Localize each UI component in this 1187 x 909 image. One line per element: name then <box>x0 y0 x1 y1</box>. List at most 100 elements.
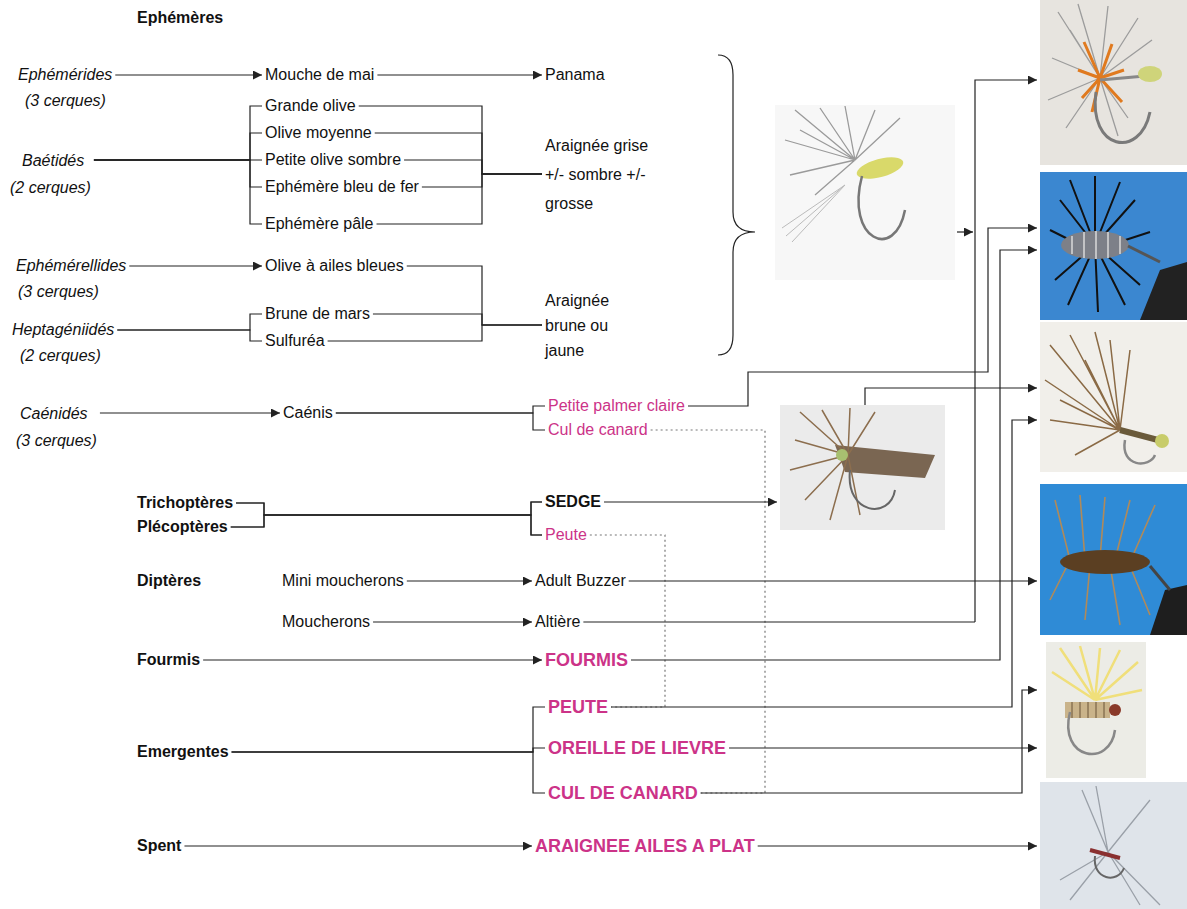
node-text: Olive moyenne <box>265 123 372 143</box>
pattern-heading: OREILLE DE LIEVRE <box>545 738 729 758</box>
leader-line <box>758 845 1037 846</box>
connector <box>94 133 262 160</box>
node-text: Araignée brune ou jaune <box>545 288 613 363</box>
connector <box>203 659 542 660</box>
fly-body <box>1120 430 1158 440</box>
fly-head <box>1109 704 1121 716</box>
leader-line <box>611 420 1037 707</box>
leader-line <box>729 747 1037 748</box>
node-text: CUL DE CANARD <box>548 783 698 803</box>
node-text: Adult Buzzer <box>535 571 626 591</box>
group-heading: Fourmis <box>134 650 203 670</box>
family-label: Heptagéniidés(2 cerques) <box>9 317 117 369</box>
hook-shank <box>1128 246 1160 262</box>
node-text: Plécoptères <box>137 517 228 537</box>
insect-label: Altière <box>532 612 583 632</box>
family-label: Ephémérellides(3 cerques) <box>13 253 129 305</box>
node-text: ARAIGNEE AILES A PLAT <box>535 836 755 856</box>
leader-line <box>629 580 1037 581</box>
hook <box>1124 440 1155 463</box>
connector <box>407 266 542 325</box>
node-text: Mini moucherons <box>282 571 404 591</box>
connector <box>115 74 262 75</box>
node-text: (3 cerques) <box>16 427 97 454</box>
hook <box>1068 712 1115 754</box>
connector <box>236 503 542 535</box>
node-text: Spent <box>137 836 181 856</box>
connector <box>328 325 542 341</box>
node-text: Caénidés <box>16 400 97 427</box>
node-text: Olive à ailes bleues <box>265 256 404 276</box>
node-text: Grande olive <box>265 96 356 116</box>
fly-photo <box>1046 642 1146 778</box>
group-heading: Spent <box>134 836 184 856</box>
node-text: Mouche de mai <box>265 65 374 85</box>
leader-line <box>583 621 975 622</box>
family-label: Caénidés(3 cerques) <box>13 400 100 454</box>
insect-label: Grande olive <box>262 96 359 116</box>
pattern-heading: FOURMIS <box>542 650 631 670</box>
node-text: Ephémère bleu de fer <box>265 177 419 197</box>
insect-label: Mouche de mai <box>262 65 377 85</box>
connector <box>373 314 542 325</box>
node-text: Panama <box>545 65 605 85</box>
connector <box>184 845 532 846</box>
node-text: (2 cerques) <box>12 343 114 369</box>
node-text: Ephémérides <box>18 62 112 88</box>
connector <box>232 707 545 752</box>
leader-line <box>688 228 1037 406</box>
vice-jaw <box>1150 585 1187 635</box>
insect-label: Adult Buzzer <box>532 571 629 591</box>
insect-label: Araignée grise +/- sombre +/- grosse <box>542 131 655 218</box>
section-heading: Diptères <box>134 571 204 591</box>
connector <box>373 621 532 622</box>
node-text: Ephémérellides <box>16 253 126 279</box>
bracket <box>718 55 755 355</box>
node-text: Sulfuréa <box>265 331 325 351</box>
hackle-fibres <box>790 408 875 520</box>
hook <box>1095 92 1150 143</box>
insect-label: Brune de mars <box>262 304 373 324</box>
connector <box>117 314 262 330</box>
node-text: Fourmis <box>137 650 200 670</box>
connector <box>94 160 262 187</box>
group-heading: Emergentes <box>134 742 232 762</box>
node-text: (3 cerques) <box>16 279 126 305</box>
section-heading: Ephémères <box>134 8 226 28</box>
hackle-fibres <box>1060 786 1160 905</box>
insect-label: Araignée brune ou jaune <box>542 288 616 363</box>
node-text: Brune de mars <box>265 304 370 324</box>
fly-body <box>1061 231 1129 259</box>
fly-photo <box>775 105 955 280</box>
insect-label: Petite olive sombre <box>262 150 404 170</box>
node-text: Ephémère pâle <box>265 214 374 234</box>
connector <box>336 406 545 413</box>
hackle-fibres <box>1045 332 1130 455</box>
insect-label: Sulfuréa <box>262 331 328 351</box>
node-text: Petite palmer claire <box>548 396 685 416</box>
fly-body <box>1065 702 1110 718</box>
connector <box>129 265 262 266</box>
pattern-label: Petite palmer claire <box>545 396 688 416</box>
connector <box>377 74 542 75</box>
node-text: Trichoptères <box>137 493 233 513</box>
fly-photo <box>1040 782 1187 909</box>
photo-ground <box>1040 0 1187 165</box>
node-text: (2 cerques) <box>10 174 91 201</box>
photo-ground <box>780 405 945 530</box>
node-text: Emergentes <box>137 742 229 762</box>
node-text: OREILLE DE LIEVRE <box>548 738 726 758</box>
node-text: Moucherons <box>282 612 370 632</box>
node-text: Petite olive sombre <box>265 150 401 170</box>
photo-ground <box>1046 642 1146 778</box>
connector <box>94 106 262 160</box>
node-text: Caénis <box>283 403 333 423</box>
fly-photo <box>780 405 945 530</box>
fly-photo <box>1040 0 1187 165</box>
connector <box>231 515 542 535</box>
fly-head <box>1138 66 1162 82</box>
insect-label: Mini moucherons <box>279 571 407 591</box>
